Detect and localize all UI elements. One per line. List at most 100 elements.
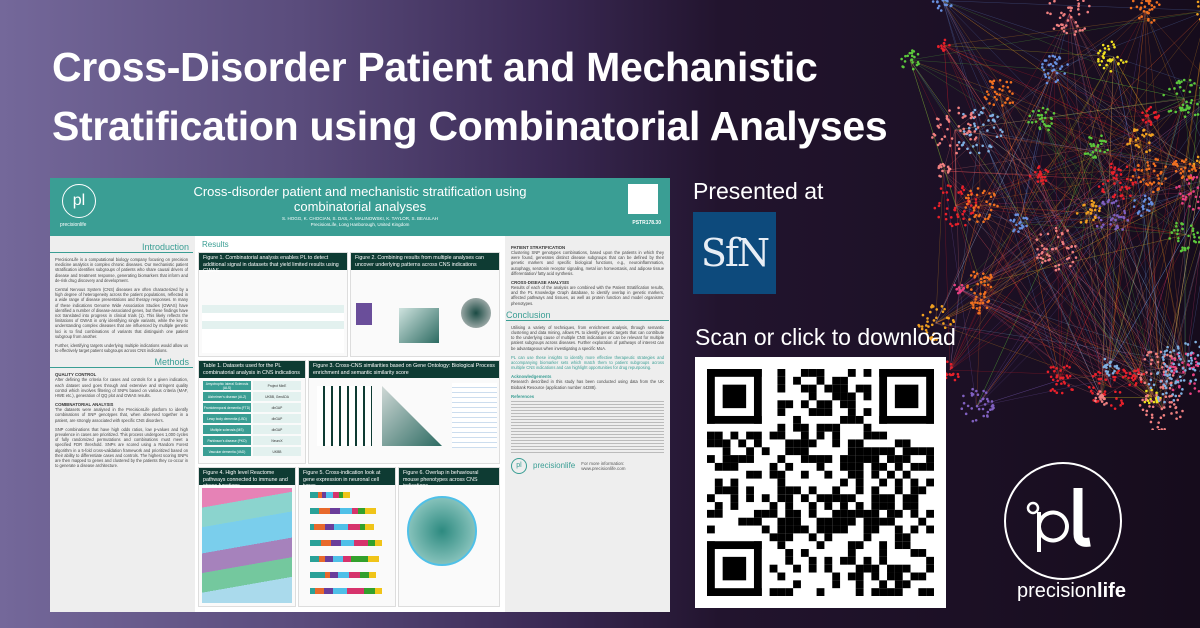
qr-module <box>840 556 848 565</box>
qr-module <box>777 478 786 487</box>
network-node <box>968 130 972 134</box>
network-node <box>1182 108 1185 112</box>
network-node <box>1106 370 1110 373</box>
fig5-bar <box>310 508 377 514</box>
network-node <box>1062 366 1066 369</box>
network-edge <box>909 59 1187 235</box>
poster-middle-column: Results Figure 1. Combinatorial analysis… <box>195 236 505 612</box>
network-node <box>1091 392 1094 395</box>
qr-module <box>887 470 895 479</box>
network-node <box>927 325 930 328</box>
qr-module <box>793 517 801 526</box>
network-edge <box>1145 10 1200 137</box>
network-node <box>903 60 907 63</box>
network-node <box>969 204 973 207</box>
qr-module <box>863 392 872 401</box>
qr-module <box>707 588 762 596</box>
qr-module <box>926 525 934 534</box>
qr-module <box>840 455 848 463</box>
network-node <box>1092 201 1096 204</box>
network-node <box>984 391 988 394</box>
network-edge <box>1038 69 1055 175</box>
qr-module <box>785 533 794 542</box>
network-node <box>1041 179 1045 182</box>
network-node <box>1103 47 1107 50</box>
qr-module <box>855 478 864 487</box>
network-node <box>1119 215 1123 219</box>
network-edge <box>943 45 1159 369</box>
network-node <box>1041 257 1045 261</box>
qr-module <box>910 447 919 456</box>
network-node <box>1197 5 1200 8</box>
table1-title: Table 1. Datasets used for the PL combin… <box>199 361 305 378</box>
network-node <box>1190 359 1194 362</box>
precisionlife-wordmark: precisionlife <box>1017 580 1126 603</box>
network-node <box>1168 401 1172 404</box>
qr-module <box>793 580 801 589</box>
network-node <box>1117 215 1121 219</box>
network-node <box>1053 55 1057 59</box>
qr-module <box>738 439 747 448</box>
network-node <box>971 301 974 305</box>
qr-module <box>847 470 856 479</box>
qr-module <box>832 517 841 526</box>
network-node <box>1193 382 1196 385</box>
network-node <box>957 111 961 115</box>
network-node <box>1083 152 1087 155</box>
network-node <box>1086 10 1090 14</box>
network-node <box>1173 87 1176 90</box>
network-edge <box>979 130 1089 213</box>
network-node <box>1122 61 1125 64</box>
network-edge <box>980 283 1167 385</box>
qr-module <box>902 494 911 503</box>
network-node <box>1197 236 1200 239</box>
network-node <box>1124 374 1127 378</box>
network-edge <box>955 205 1102 398</box>
network-node <box>974 201 978 204</box>
network-edge <box>1053 69 1200 166</box>
network-node <box>1046 170 1050 173</box>
network-node <box>1094 204 1098 208</box>
network-node <box>1059 369 1062 372</box>
network-node <box>1043 122 1046 126</box>
network-node <box>1040 244 1044 247</box>
network-edge <box>959 288 1138 378</box>
network-node <box>1093 208 1097 212</box>
network-node <box>983 95 987 99</box>
network-edge <box>980 115 1149 304</box>
network-node <box>1098 390 1102 393</box>
network-node <box>1057 267 1061 271</box>
network-node <box>1131 174 1135 178</box>
network-node <box>1144 397 1148 401</box>
qr-module <box>722 439 731 448</box>
network-node <box>911 61 914 64</box>
website-link[interactable]: www.precisionlife.com <box>581 465 626 471</box>
network-edge <box>1038 17 1200 176</box>
network-node <box>969 151 972 155</box>
network-node <box>985 90 989 93</box>
network-node <box>949 323 952 326</box>
network-edge <box>1095 147 1111 217</box>
network-edge <box>980 303 1110 367</box>
network-node <box>940 137 944 141</box>
qr-module <box>785 400 794 409</box>
scan-label: Scan or click to download <box>695 324 956 350</box>
qr-module <box>855 541 864 550</box>
qr-module <box>879 415 934 424</box>
network-node <box>1097 60 1100 63</box>
network-edge <box>955 205 981 304</box>
poster-thumbnail[interactable]: pl precisionlife Cross-disorder patient … <box>50 178 670 612</box>
network-edge <box>1185 234 1187 375</box>
network-node <box>973 274 977 278</box>
network-node <box>1187 246 1190 249</box>
network-node <box>943 135 947 138</box>
network-edge <box>1069 13 1168 385</box>
qr-module <box>769 588 778 596</box>
network-node <box>1174 163 1177 166</box>
network-node <box>1056 78 1060 82</box>
network-node <box>1110 40 1114 44</box>
download-qr-code[interactable] <box>695 357 946 608</box>
qr-module <box>879 369 934 377</box>
qr-module <box>887 494 895 503</box>
network-node <box>1164 395 1168 399</box>
